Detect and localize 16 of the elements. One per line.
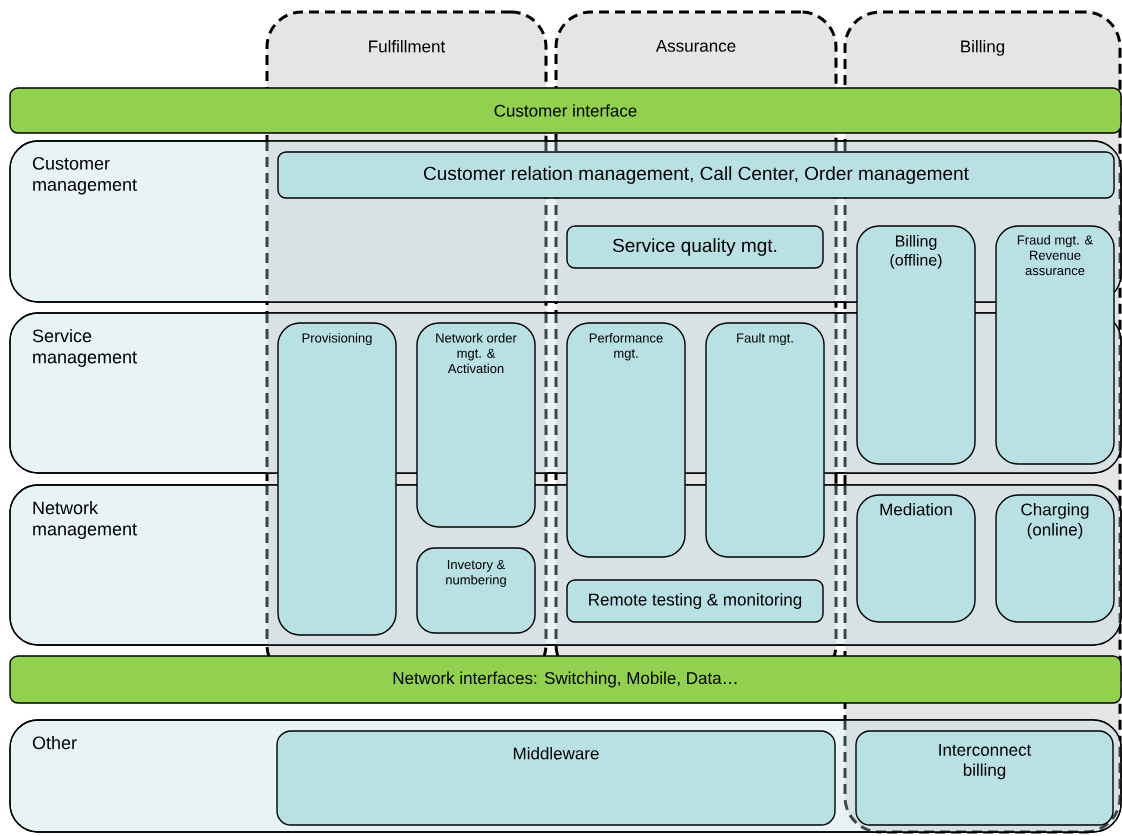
function-box: Charging (online) [995, 494, 1115, 623]
function-box: Billing (offline) [856, 225, 976, 465]
interface-bar: Network interfaces: Switching, Mobile, Data… [9, 655, 1122, 704]
function-box: Mediation [856, 494, 976, 623]
function-box: Fraud mgt. & Revenue assurance [995, 225, 1115, 465]
function-box: Customer relation management, Call Center, Order management [277, 151, 1115, 199]
function-box: Fault mgt. [705, 322, 825, 558]
interface-bar: Customer interface [9, 87, 1122, 134]
function-box: Remote testing & monitoring [566, 579, 824, 623]
function-box: Invetory & numbering [416, 547, 536, 634]
function-box: Interconnect billing [855, 730, 1114, 826]
function-box: Network order mgt. & Activation [416, 322, 536, 528]
function-box: Provisioning [277, 322, 397, 636]
function-box: Performance mgt. [566, 322, 686, 558]
function-box: Middleware [276, 730, 836, 826]
function-box: Service quality mgt. [566, 225, 824, 269]
